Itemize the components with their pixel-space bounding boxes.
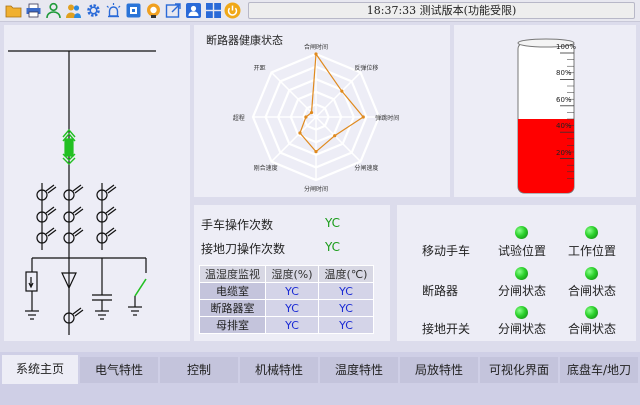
status-led <box>585 267 598 280</box>
radar-axis-label: 开距 <box>253 64 266 72</box>
tab-chassis-earth[interactable]: 底盘车/地刀 <box>560 357 638 383</box>
status-row-label: 断路器 <box>422 284 459 298</box>
table-cell: 断路器室 <box>199 299 266 317</box>
table-header: 温度(℃) <box>318 265 374 283</box>
table-cell: YC <box>265 299 319 317</box>
radar-point <box>298 131 302 135</box>
table-cell: YC <box>318 282 374 300</box>
radar-axis-label: 反弹位移 <box>354 64 379 72</box>
table-header: 温湿度监视 <box>199 265 266 283</box>
tab-mechanical[interactable]: 机械特性 <box>240 357 318 383</box>
status-led <box>515 267 528 280</box>
radar-point <box>333 134 337 138</box>
status-text: 合闸状态 <box>568 284 617 298</box>
radar-axis-label: 合闸时间 <box>304 43 329 51</box>
radar-panel: 断路器健康状态 合闸时间反弹位移弹跳时间分闸速度分闸时间 刚合速度 超程 开距 <box>194 25 450 197</box>
table-cell: YC <box>318 299 374 317</box>
status-led <box>515 226 528 239</box>
gauge-fill <box>518 119 574 193</box>
gauge-panel: 100% 80% 60% 40% 20% <box>454 25 636 197</box>
single-line-diagram <box>8 50 156 335</box>
radar-axis-label: 分闸速度 <box>354 165 379 173</box>
status-text: 工作位置 <box>568 244 617 258</box>
table-cell: YC <box>265 316 319 334</box>
user-icon[interactable] <box>45 2 62 19</box>
tab-control[interactable]: 控制 <box>160 357 238 383</box>
radar-spoke <box>270 116 317 163</box>
user-group-icon[interactable] <box>65 2 82 19</box>
table-header-row: 温湿度监视 湿度(%) 温度(℃) <box>199 265 374 283</box>
single-line-diagram-panel <box>4 25 190 341</box>
tab-visualization[interactable]: 可视化界面 <box>480 357 558 383</box>
radar-axis-label: 弹跳时间 <box>375 115 400 122</box>
earth-switch-count-value: YC <box>325 240 341 254</box>
radar-axis-label: 分闸时间 <box>304 186 329 194</box>
temp-humidity-table: 温湿度监视 湿度(%) 温度(℃) 电缆室 YC YC 断路器室 YC YC 母… <box>199 265 374 334</box>
table-cell: YC <box>265 282 319 300</box>
tab-home[interactable]: 系统主页 <box>2 355 78 384</box>
radar-point <box>340 89 344 93</box>
gauge-cap <box>517 38 575 48</box>
table-cell: YC <box>318 316 374 334</box>
radar-title: 断路器健康状态 <box>206 34 283 47</box>
status-row-label: 接地开关 <box>422 322 471 336</box>
table-header: 湿度(%) <box>265 265 319 283</box>
radar-axis-label: 刚合速度 <box>253 165 278 173</box>
earth-switch-count-label: 接地刀操作次数 <box>201 242 286 256</box>
status-bar: 18:37:33 测试版本(功能受限) <box>248 2 635 19</box>
power-icon[interactable] <box>224 2 241 19</box>
table-row: 断路器室 YC YC <box>199 299 374 317</box>
radar-chart <box>251 52 381 182</box>
radar-spoke <box>270 71 317 118</box>
headset-icon[interactable] <box>145 2 162 19</box>
tab-electrical[interactable]: 电气特性 <box>80 357 158 383</box>
radar-spoke <box>315 116 362 163</box>
status-text: 合闸状态 <box>568 322 617 336</box>
gauge-tick-label: 60% <box>556 95 572 104</box>
radar-axis-label: 超程 <box>232 115 245 122</box>
status-text: 试验位置 <box>498 244 547 258</box>
alarm-light-icon[interactable] <box>105 2 122 19</box>
status-text: 分闸状态 <box>498 322 547 336</box>
level-gauge <box>517 38 575 194</box>
export-icon[interactable] <box>165 2 182 19</box>
radar-point <box>361 115 365 119</box>
radar-point <box>314 52 318 56</box>
printer-icon[interactable] <box>25 2 42 19</box>
table-cell: 电缆室 <box>199 282 266 300</box>
handcart-count-label: 手车操作次数 <box>201 218 274 232</box>
gear-icon[interactable] <box>85 2 102 19</box>
tab-temperature[interactable]: 温度特性 <box>320 357 398 383</box>
windows-grid-icon[interactable] <box>205 2 222 19</box>
status-led <box>585 226 598 239</box>
folder-icon[interactable] <box>5 2 22 19</box>
tab-partial-discharge[interactable]: 局放特性 <box>400 357 478 383</box>
status-text: 分闸状态 <box>498 284 547 298</box>
person-card-icon[interactable] <box>185 2 202 19</box>
status-row-label: 移动手车 <box>422 244 471 258</box>
radar-point <box>304 115 308 119</box>
gauge-tick-label: 20% <box>556 148 572 157</box>
gauge-tick-label: 80% <box>556 69 572 78</box>
table-row: 电缆室 YC YC <box>199 282 374 300</box>
handcart-count-value: YC <box>325 216 341 230</box>
radar-point <box>314 150 318 154</box>
table-cell: 母排室 <box>199 316 266 334</box>
chip-icon[interactable] <box>125 2 142 19</box>
radar-spoke <box>315 71 362 118</box>
table-row: 母排室 YC YC <box>199 316 374 334</box>
status-led <box>585 306 598 319</box>
gauge-tick-label: 100% <box>556 43 577 51</box>
gauge-tick-label: 40% <box>556 122 572 131</box>
status-led <box>515 306 528 319</box>
radar-point <box>309 110 314 115</box>
